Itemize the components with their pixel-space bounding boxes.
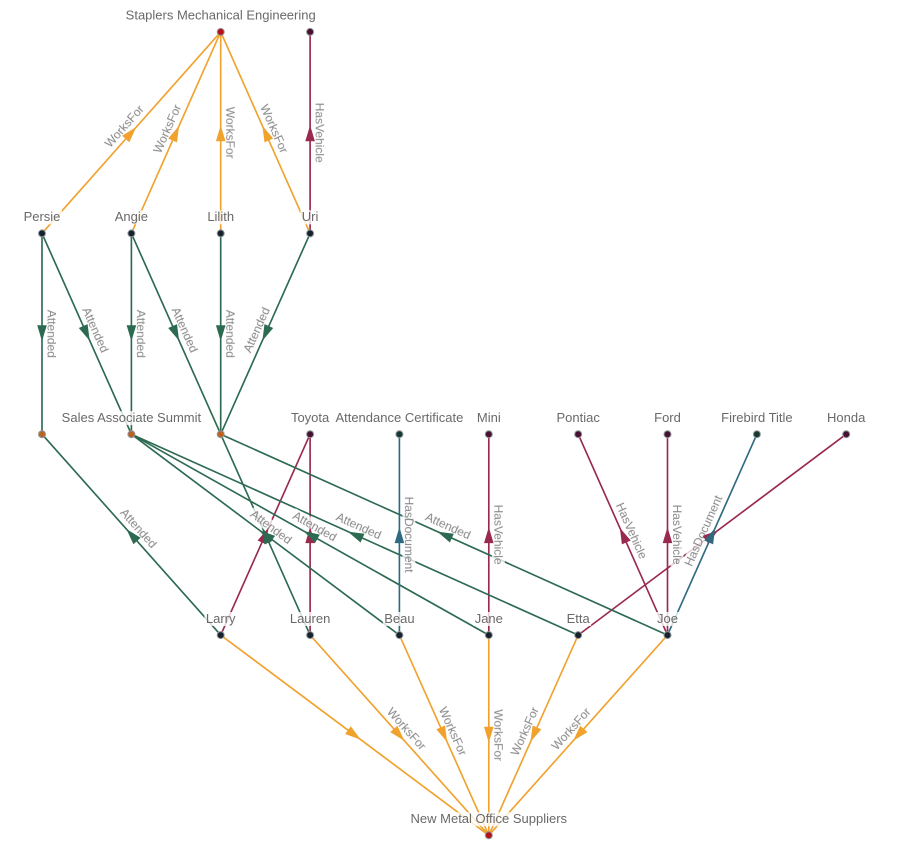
svg-text:HasDocument: HasDocument (402, 497, 416, 574)
svg-text:Lilith: Lilith (207, 209, 234, 224)
svg-text:WorksFor: WorksFor (223, 107, 237, 159)
svg-text:Attended: Attended (134, 310, 148, 358)
svg-text:Lauren: Lauren (290, 611, 330, 626)
svg-text:Beau: Beau (384, 611, 414, 626)
svg-text:Attendance Certificate: Attendance Certificate (335, 410, 463, 425)
svg-text:Staplers Mechanical Engineerin: Staplers Mechanical Engineering (126, 8, 316, 23)
svg-text:Pontiac: Pontiac (557, 410, 601, 425)
svg-text:Persie: Persie (24, 209, 61, 224)
svg-text:Attended: Attended (223, 310, 237, 358)
svg-text:New Metal Office Suppliers: New Metal Office Suppliers (411, 811, 568, 826)
svg-text:Joe: Joe (657, 611, 678, 626)
svg-text:Ford: Ford (654, 410, 681, 425)
svg-text:Sales Associate Summit: Sales Associate Summit (62, 410, 202, 425)
svg-text:WorksFor: WorksFor (491, 709, 505, 761)
svg-text:Honda: Honda (827, 410, 866, 425)
svg-text:HasVehicle: HasVehicle (491, 505, 505, 565)
svg-text:Jane: Jane (475, 611, 503, 626)
svg-text:Angie: Angie (115, 209, 148, 224)
svg-text:HasVehicle: HasVehicle (312, 103, 326, 163)
svg-text:Uri: Uri (302, 209, 319, 224)
svg-text:Firebird Title: Firebird Title (721, 410, 793, 425)
svg-text:Mini: Mini (477, 410, 501, 425)
svg-text:Etta: Etta (567, 611, 591, 626)
svg-text:HasVehicle: HasVehicle (670, 505, 684, 565)
svg-text:Toyota: Toyota (291, 410, 330, 425)
svg-text:Attended: Attended (44, 310, 58, 358)
svg-text:Larry: Larry (206, 611, 236, 626)
